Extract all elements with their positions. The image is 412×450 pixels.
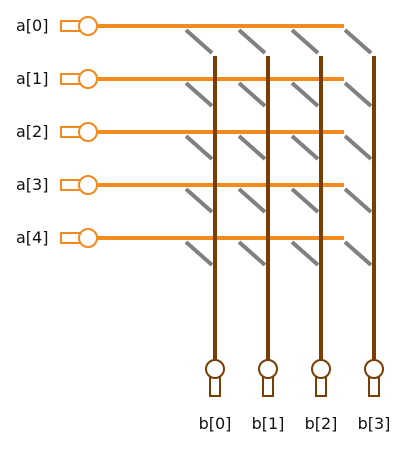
crosspoint-switch — [184, 28, 214, 55]
input-label: a[1] — [16, 69, 48, 88]
output-label: b[2] — [305, 414, 338, 433]
output-label: b[1] — [252, 414, 285, 433]
crosspoint-switch — [237, 134, 267, 161]
crosspoint-switch — [290, 134, 320, 161]
input-terminal — [60, 122, 98, 142]
crosspoint-switch — [237, 28, 267, 55]
crosspoint-switch — [184, 187, 214, 214]
crosspoint-switch — [290, 81, 320, 108]
crosspoint-switch — [343, 81, 373, 108]
crosspoint-switch — [237, 240, 267, 267]
input-terminal — [60, 228, 98, 248]
crosspoint-switch — [237, 187, 267, 214]
output-label: b[3] — [358, 414, 391, 433]
input-terminal — [60, 16, 98, 36]
input-terminal — [60, 69, 98, 89]
output-terminal — [205, 359, 225, 397]
output-terminal — [364, 359, 384, 397]
crosspoint-switch — [184, 240, 214, 267]
input-label: a[4] — [16, 228, 48, 247]
crosspoint-switch — [290, 240, 320, 267]
input-label: a[0] — [16, 16, 48, 35]
input-label: a[3] — [16, 175, 48, 194]
output-label: b[0] — [199, 414, 232, 433]
output-terminal — [311, 359, 331, 397]
crosspoint-switch — [343, 134, 373, 161]
output-terminal — [258, 359, 278, 397]
crosspoint-switch — [184, 134, 214, 161]
input-label: a[2] — [16, 122, 48, 141]
crosspoint-switch — [290, 187, 320, 214]
crosspoint-switch — [343, 28, 373, 55]
crosspoint-switch — [343, 240, 373, 267]
crosspoint-switch — [237, 81, 267, 108]
crosspoint-switch — [184, 81, 214, 108]
input-terminal — [60, 175, 98, 195]
crosspoint-switch — [290, 28, 320, 55]
crosspoint-switch — [343, 187, 373, 214]
